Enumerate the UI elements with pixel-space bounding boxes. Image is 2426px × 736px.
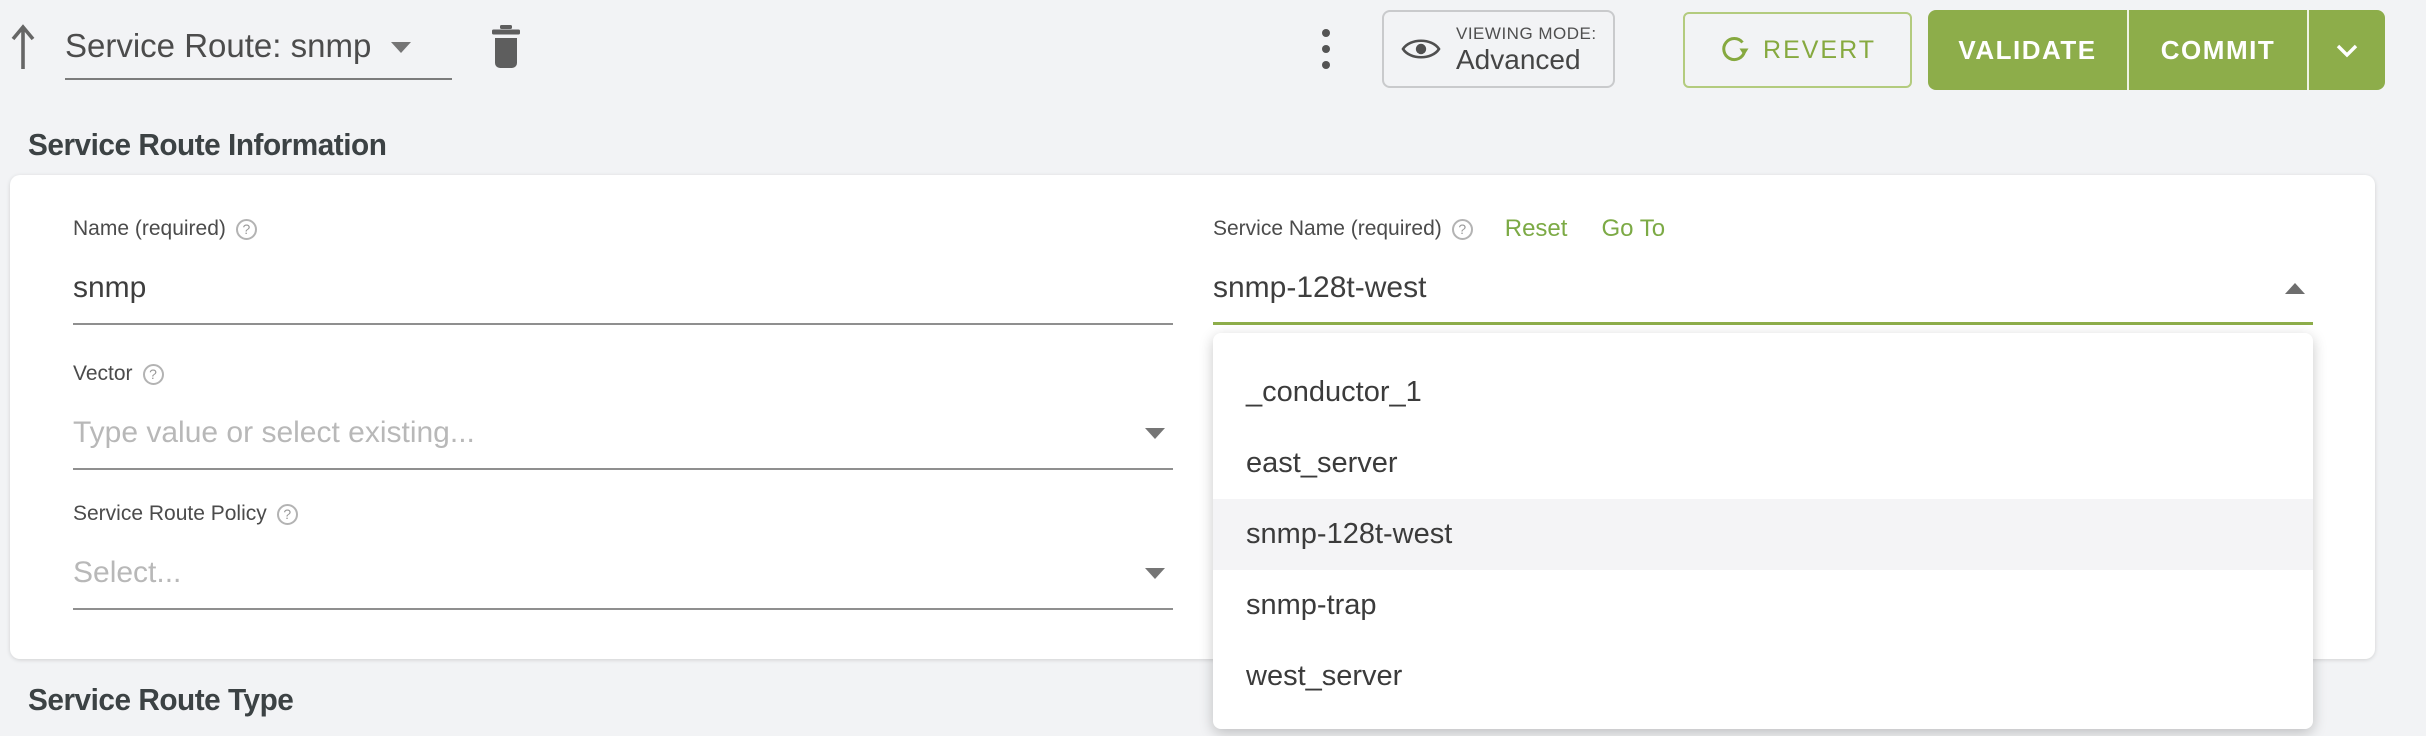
help-icon[interactable]: ? bbox=[235, 218, 257, 240]
viewing-mode-text: VIEWING MODE: Advanced bbox=[1456, 25, 1597, 74]
dropdown-option[interactable]: snmp-trap bbox=[1246, 589, 1377, 621]
dropdown-option[interactable]: _conductor_1 bbox=[1246, 376, 1422, 408]
name-label: Name (required) bbox=[73, 217, 226, 240]
back-button[interactable] bbox=[8, 22, 38, 72]
commit-label: COMMIT bbox=[2160, 34, 2276, 65]
dropdown-option[interactable]: east_server bbox=[1246, 447, 1398, 479]
dropdown-caret-icon[interactable] bbox=[1145, 567, 1165, 579]
delete-button[interactable] bbox=[490, 25, 522, 69]
kebab-dot bbox=[1322, 29, 1330, 37]
commit-button-group: VALIDATE COMMIT bbox=[1928, 10, 2385, 90]
vector-field: Vector ? bbox=[73, 360, 1173, 470]
up-arrow-icon bbox=[8, 22, 38, 72]
dropdown-caret-up-icon[interactable] bbox=[2285, 282, 2305, 294]
service-name-field: Service Name (required) ? Reset Go To bbox=[1213, 215, 2313, 325]
commit-more-button[interactable] bbox=[2307, 10, 2385, 90]
policy-field: Service Route Policy ? bbox=[73, 500, 1173, 610]
entity-selector-label: Service Route: snmp bbox=[65, 27, 372, 64]
goto-link[interactable]: Go To bbox=[1601, 215, 1666, 242]
help-icon[interactable]: ? bbox=[142, 363, 164, 385]
help-icon[interactable]: ? bbox=[1451, 218, 1473, 240]
validate-button[interactable]: VALIDATE bbox=[1928, 10, 2127, 90]
trash-icon bbox=[490, 25, 522, 69]
entity-selector[interactable]: Service Route: snmp bbox=[65, 26, 452, 80]
dropdown-caret-icon[interactable] bbox=[1145, 427, 1165, 439]
revert-label: REVERT bbox=[1763, 35, 1876, 64]
revert-icon bbox=[1719, 35, 1749, 65]
reset-link[interactable]: Reset bbox=[1504, 215, 1568, 242]
dropdown-option[interactable]: snmp-128t-west bbox=[1213, 499, 2313, 570]
service-name-label: Service Name (required) bbox=[1213, 217, 1442, 240]
service-name-input[interactable] bbox=[1213, 269, 2285, 307]
name-field: Name (required) ? bbox=[73, 215, 1173, 325]
service-route-information-card: Name (required) ? Vector ? Service Route… bbox=[10, 175, 2375, 729]
kebab-dot bbox=[1322, 45, 1330, 53]
viewing-mode-button[interactable]: VIEWING MODE: Advanced bbox=[1382, 10, 1615, 88]
viewing-mode-value: Advanced bbox=[1456, 43, 1581, 75]
section-title-type: Service Route Type bbox=[28, 682, 294, 717]
eye-icon bbox=[1400, 35, 1442, 63]
section-title-information: Service Route Information bbox=[28, 127, 387, 162]
chevron-down-icon bbox=[2335, 43, 2359, 58]
policy-input[interactable] bbox=[73, 554, 1145, 592]
vector-label: Vector bbox=[73, 362, 133, 385]
chevron-down-icon bbox=[391, 42, 412, 53]
vector-input[interactable] bbox=[73, 414, 1145, 452]
validate-label: VALIDATE bbox=[1958, 34, 2097, 65]
help-icon[interactable]: ? bbox=[276, 503, 298, 525]
policy-label: Service Route Policy bbox=[73, 502, 267, 525]
service-name-dropdown: _conductor_1 east_server snmp-128t-west snm… bbox=[1213, 333, 2313, 729]
viewing-mode-label: VIEWING MODE: bbox=[1456, 23, 1597, 43]
revert-button[interactable]: REVERT bbox=[1683, 12, 1912, 88]
more-menu-button[interactable] bbox=[1322, 29, 1332, 69]
commit-button[interactable]: COMMIT bbox=[2127, 10, 2307, 90]
kebab-dot bbox=[1322, 61, 1330, 69]
dropdown-option[interactable]: west_server bbox=[1246, 660, 1403, 692]
name-input[interactable] bbox=[73, 269, 1173, 307]
